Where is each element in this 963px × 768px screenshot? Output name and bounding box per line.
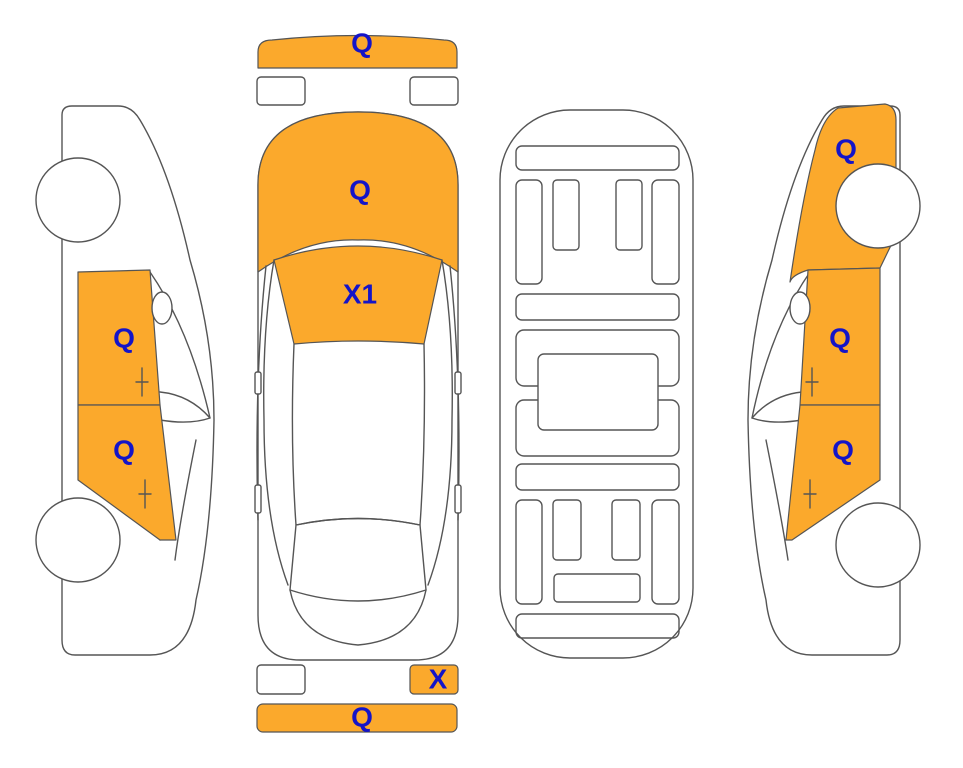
front-bumper-panel[interactable] [257, 34, 458, 69]
right-side-window [751, 391, 803, 423]
right-front-door-handle [805, 367, 819, 397]
right-side-view: Q Q Q [747, 103, 921, 656]
right-windshield-edge [751, 271, 811, 419]
right-side-glass-line [427, 259, 453, 586]
left-rear-door-panel[interactable] [77, 404, 177, 541]
trunk-line [289, 589, 427, 646]
right-rear-wheel [835, 502, 921, 588]
left-side-glass-line [263, 259, 289, 586]
left-front-door-handle [135, 367, 149, 397]
right-side-mirror [789, 291, 811, 325]
rear-bumper-label: Q [351, 701, 373, 732]
rear-left-lamp[interactable] [256, 664, 306, 695]
rear-right-lamp-label: X [429, 663, 448, 694]
right-rear-handle [454, 484, 462, 514]
left-side-window [159, 391, 211, 423]
rear-bumper-panel[interactable] [256, 703, 458, 733]
right-rear-glass-line [765, 439, 789, 561]
right-rear-door-label: Q [832, 434, 854, 465]
left-front-door-label: Q [113, 322, 135, 353]
left-rear-wheel [35, 497, 121, 583]
left-rear-glass-line [174, 439, 197, 561]
right-rear-door-handle [803, 479, 817, 509]
right-front-door-label: Q [829, 322, 851, 353]
left-side-mirror [151, 291, 173, 325]
left-rear-handle [254, 484, 262, 514]
left-front-wheel [35, 157, 121, 243]
left-windshield-edge [149, 271, 211, 419]
top-view-car: Q Q X1 X Q [254, 27, 462, 733]
front-left-headlamp[interactable] [256, 76, 306, 106]
windshield-label: X1 [343, 278, 377, 309]
right-mirror [454, 371, 462, 395]
right-front-wheel [835, 163, 921, 249]
rear-right-lamp-panel[interactable] [409, 664, 459, 695]
front-right-headlamp[interactable] [409, 76, 459, 106]
left-side-view: Q Q [35, 105, 215, 656]
hood-label: Q [349, 174, 371, 205]
left-rear-door-label: Q [113, 434, 135, 465]
left-mirror [254, 371, 262, 395]
right-front-fender-label: Q [835, 133, 857, 164]
underbody-view [499, 109, 694, 659]
hood-panel[interactable] [257, 111, 459, 273]
front-bumper-label: Q [351, 27, 373, 58]
left-rear-door-handle [138, 479, 152, 509]
